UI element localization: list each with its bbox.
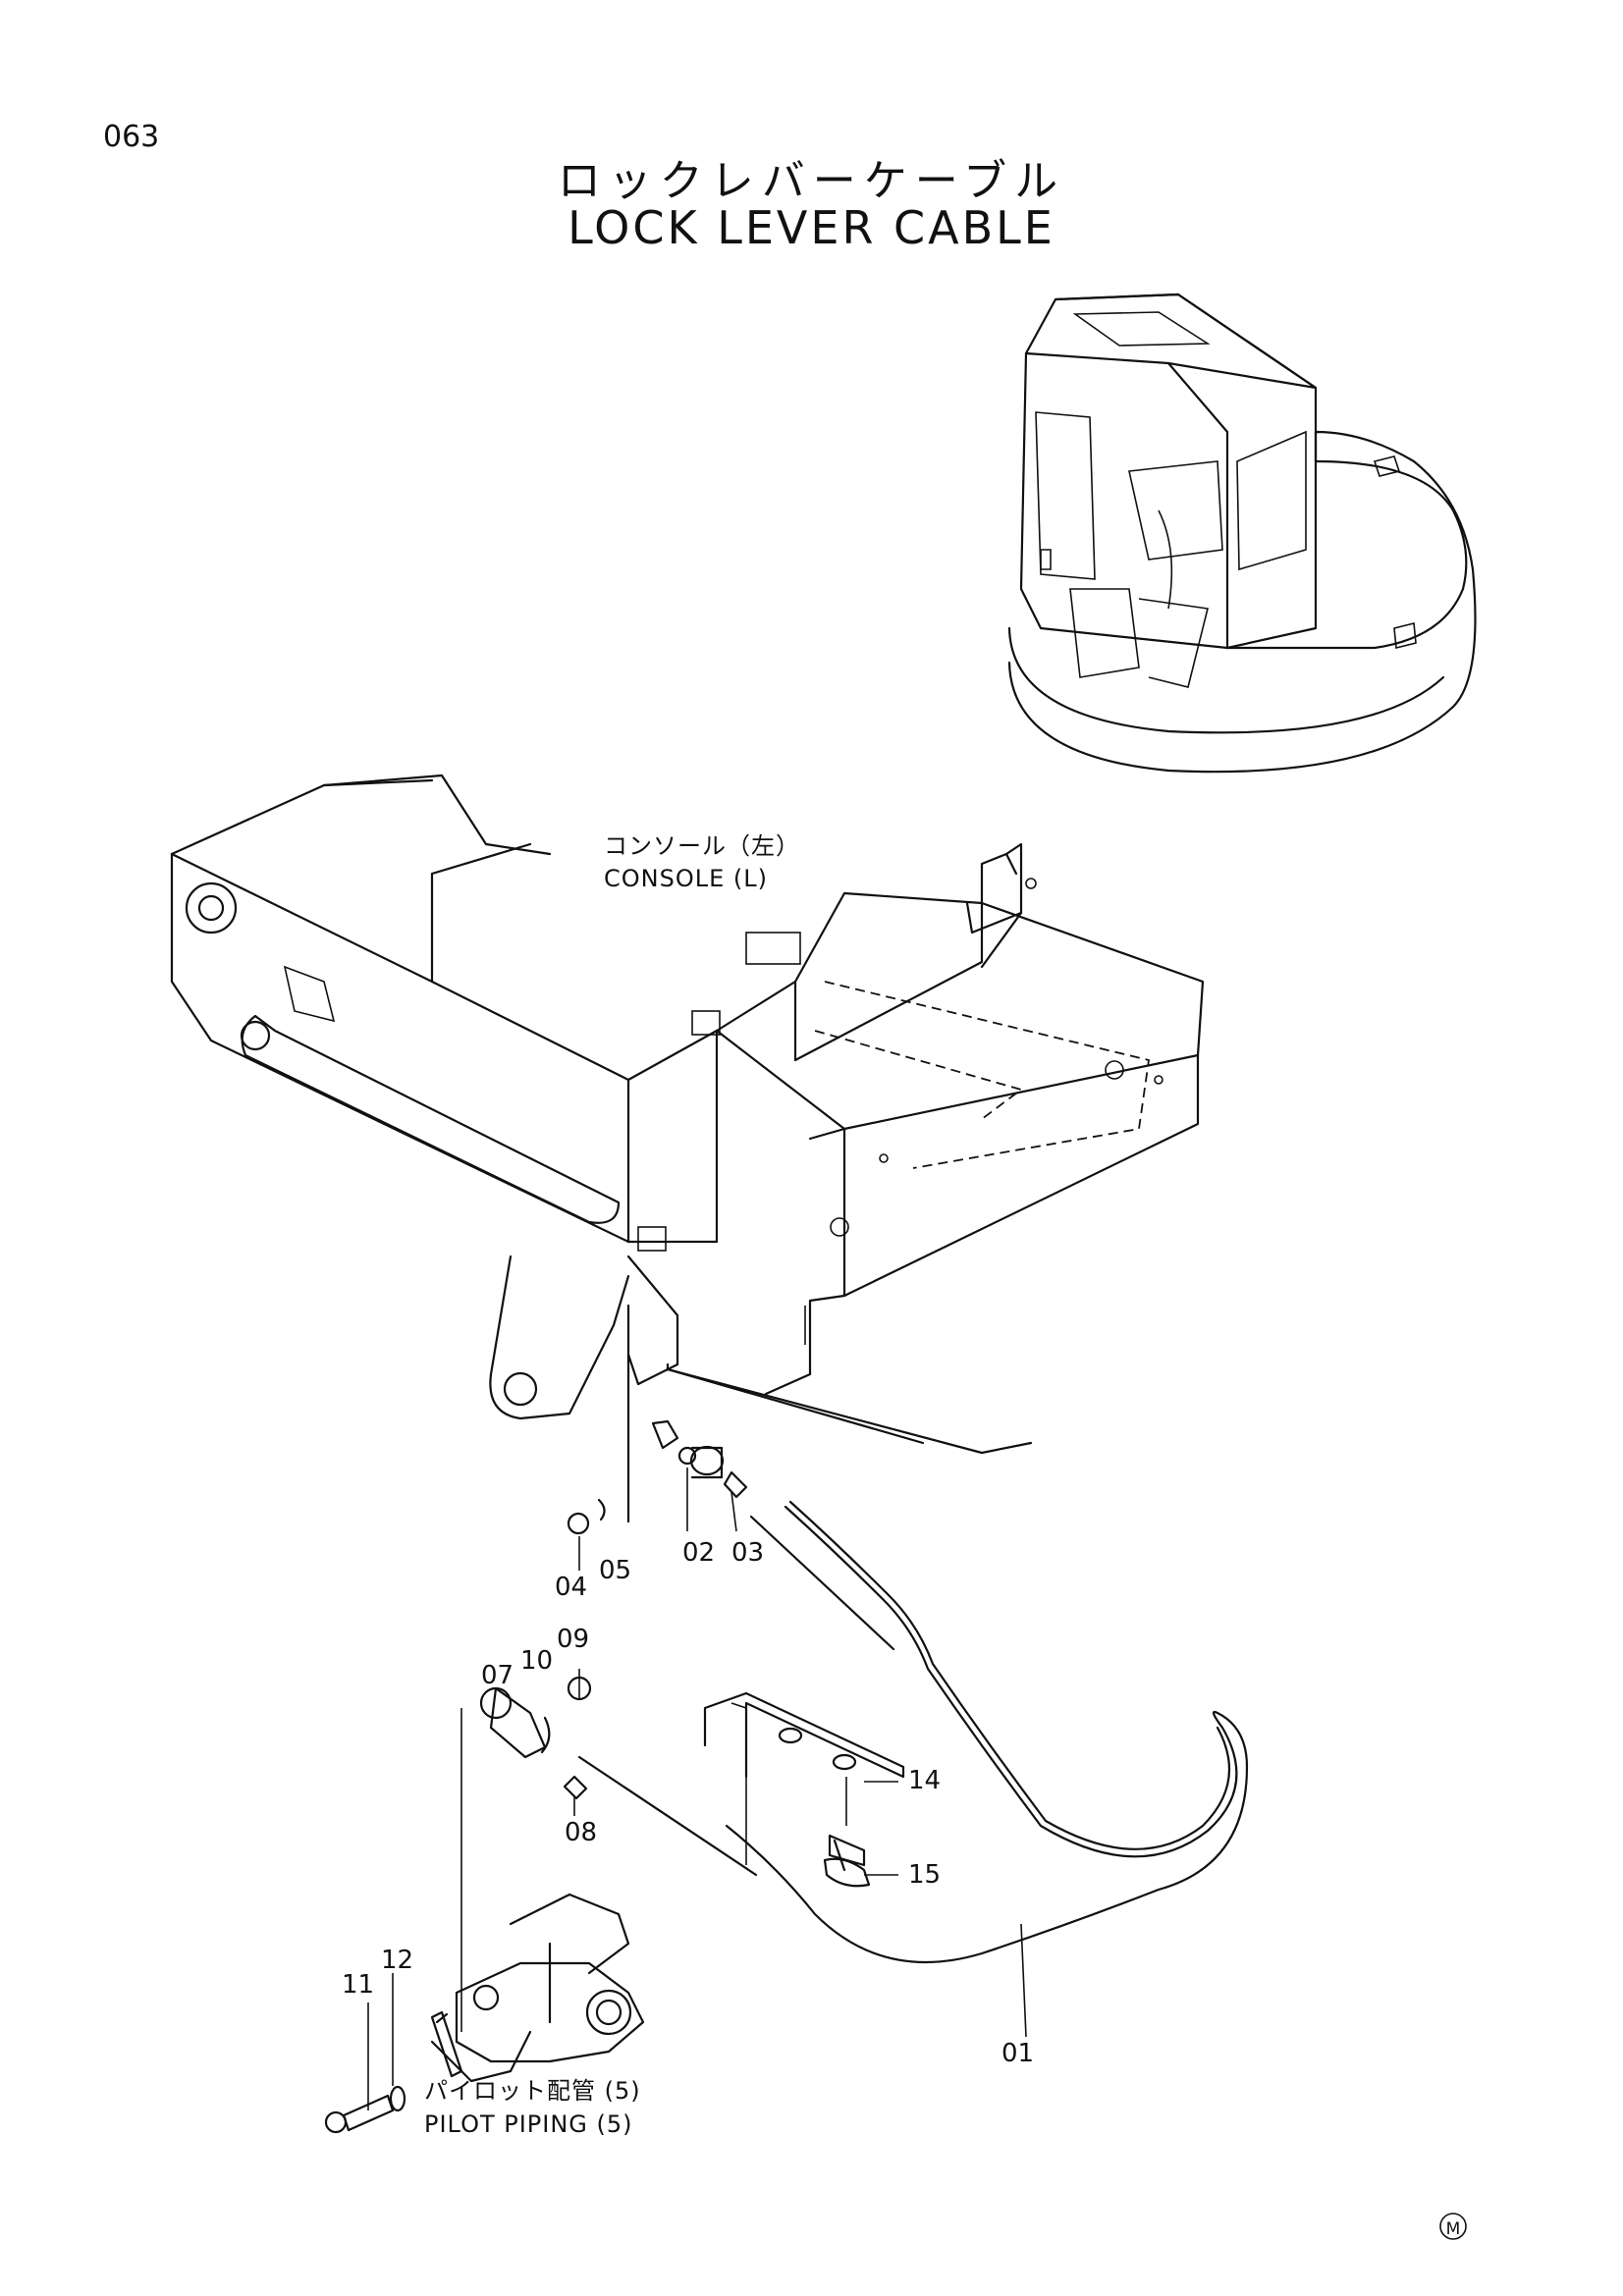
callout-10: 10 [520, 1646, 553, 1676]
callout-04: 04 [555, 1573, 587, 1602]
page-number: 063 [103, 120, 160, 154]
pilot-piping-label-japanese: パイロット配管 (5) [424, 2077, 641, 2105]
excavator-overview-illustration [1007, 293, 1477, 774]
callout-09: 09 [557, 1625, 589, 1654]
title-english: LOCK LEVER CABLE [568, 201, 1055, 254]
pilot-piping-label-english: PILOT PIPING (5) [424, 2110, 633, 2138]
callout-02: 02 [682, 1538, 715, 1568]
callout-07: 07 [481, 1661, 514, 1690]
console-frame-illustration [170, 774, 1205, 1523]
circled-m-letter: M [1446, 2219, 1461, 2239]
console-label-japanese: コンソール（左） [604, 832, 800, 860]
callout-01: 01 [1001, 2039, 1034, 2068]
callout-11: 11 [342, 1970, 374, 2000]
callout-03: 03 [731, 1538, 764, 1568]
leader-lines [367, 1306, 1027, 2110]
console-label-english: CONSOLE (L) [604, 865, 768, 892]
callout-14: 14 [908, 1766, 941, 1795]
callout-08: 08 [565, 1818, 597, 1847]
callout-15: 15 [908, 1860, 941, 1890]
callout-12: 12 [381, 1946, 413, 1975]
callout-05: 05 [599, 1556, 631, 1585]
circled-m-mark [1439, 2213, 1467, 2240]
lock-lever-cable-illustration [324, 1419, 1249, 2134]
title-japanese: ロックレバーケーブル [557, 156, 1066, 206]
